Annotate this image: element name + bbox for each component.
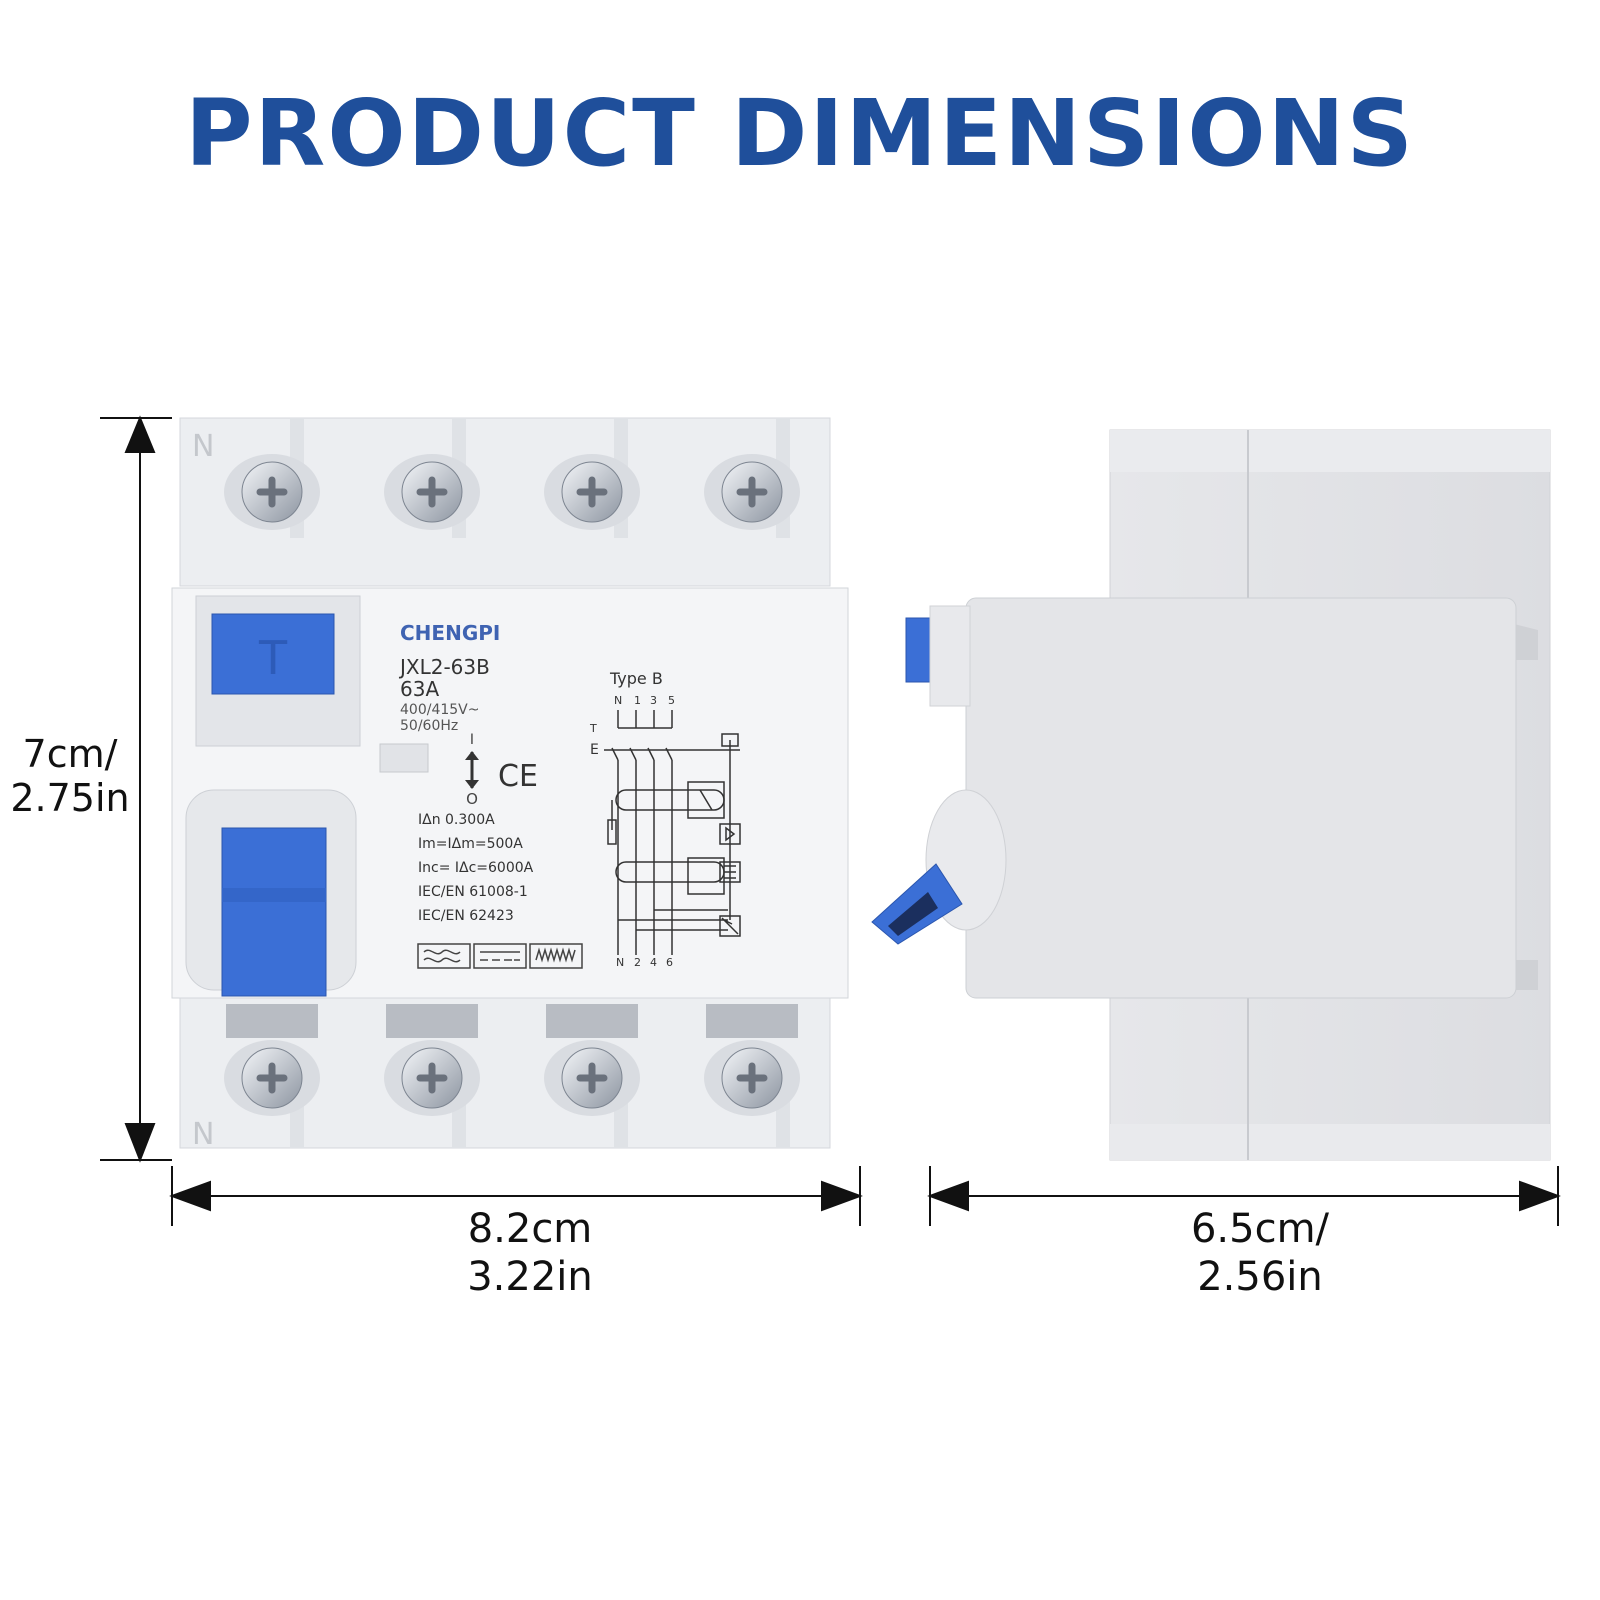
schematic-bottom-labels: N 2 4 6 [616,956,673,969]
side-front-face [965,597,1517,999]
ce-mark-icon: CE [498,759,538,794]
side-toggle-shadow [888,892,938,936]
side-test-button-housing [929,605,971,707]
terminal-label: 5 [668,694,675,707]
screw-icon [384,1040,480,1116]
indicator-window [379,743,429,773]
spec-line-4: IEC/EN 61008-1 [418,884,528,900]
screw-icon [544,1040,640,1116]
model-number: JXL2-63B [398,655,490,679]
bottom-terminal-marker: N [192,1117,214,1152]
spec-line-5: IEC/EN 62423 [418,908,514,924]
schematic-top-labels: N 1 3 5 [614,694,675,707]
width-cm: 8.2cm [467,1206,593,1252]
depth-dimension-line [927,1166,1561,1226]
terminal-label: 3 [650,694,657,707]
spec-line-3: Inc= IΔc=6000A [418,860,534,876]
width-dimension-line [169,1166,863,1226]
terminal-label: N [614,694,622,707]
terminal-label: 2 [634,956,641,969]
screw-icon [544,454,640,530]
top-terminal-marker: N [192,429,214,464]
waveform-symbols [417,943,583,969]
brand-logo: CHENGPI [400,621,500,645]
off-symbol: O [466,790,478,808]
side-test-button[interactable] [905,617,931,683]
terminal-label: 4 [650,956,657,969]
height-dimension-label: 7cm/ 2.75in [0,732,140,820]
height-dimension-line [100,415,172,1163]
top-screws [224,454,800,530]
test-button-label: T [258,631,288,685]
screw-icon [704,454,800,530]
rated-frequency: 50/60Hz [400,718,458,734]
depth-dimension-label: 6.5cm/ 2.56in [1110,1205,1410,1301]
terminal-label: 6 [666,956,673,969]
front-view: N T CHENGPI JXL2-63B 63A 400/415V~ 50/60… [171,417,849,1152]
on-off-indicator: I O [465,732,479,808]
height-cm: 7cm/ [22,732,118,776]
screw-icon [704,1040,800,1116]
schematic-t-label: T [589,722,597,735]
screw-icon [224,454,320,530]
on-symbol: I [470,732,474,748]
rated-current: 63A [400,677,439,701]
terminal-label: N [616,956,624,969]
side-body-top-lip [1110,430,1550,472]
rated-voltage: 400/415V~ [400,702,479,718]
toggle-lever-grip [222,888,326,902]
circuit-schematic [604,710,741,955]
spec-line-1: IΔn 0.300A [418,812,495,828]
bottom-screws [224,1040,800,1116]
side-body-bottom-lip [1110,1124,1550,1160]
spec-line-2: Im=IΔm=500A [418,836,523,852]
test-button[interactable] [211,613,335,695]
screw-icon [224,1040,320,1116]
bottom-terminal-slots [226,1004,798,1038]
height-in: 2.75in [10,776,130,820]
depth-in: 2.56in [1197,1254,1323,1300]
width-in: 3.22in [467,1254,593,1300]
screw-icon [384,454,480,530]
depth-cm: 6.5cm/ [1190,1206,1330,1252]
width-dimension-label: 8.2cm 3.22in [380,1205,680,1301]
page-title: PRODUCT DIMENSIONS [185,80,1415,187]
type-label: Type B [609,669,663,688]
side-view [871,429,1551,1161]
terminal-label: 1 [634,694,641,707]
toggle-lever[interactable] [221,827,327,997]
schematic-e-label: E [590,742,599,758]
